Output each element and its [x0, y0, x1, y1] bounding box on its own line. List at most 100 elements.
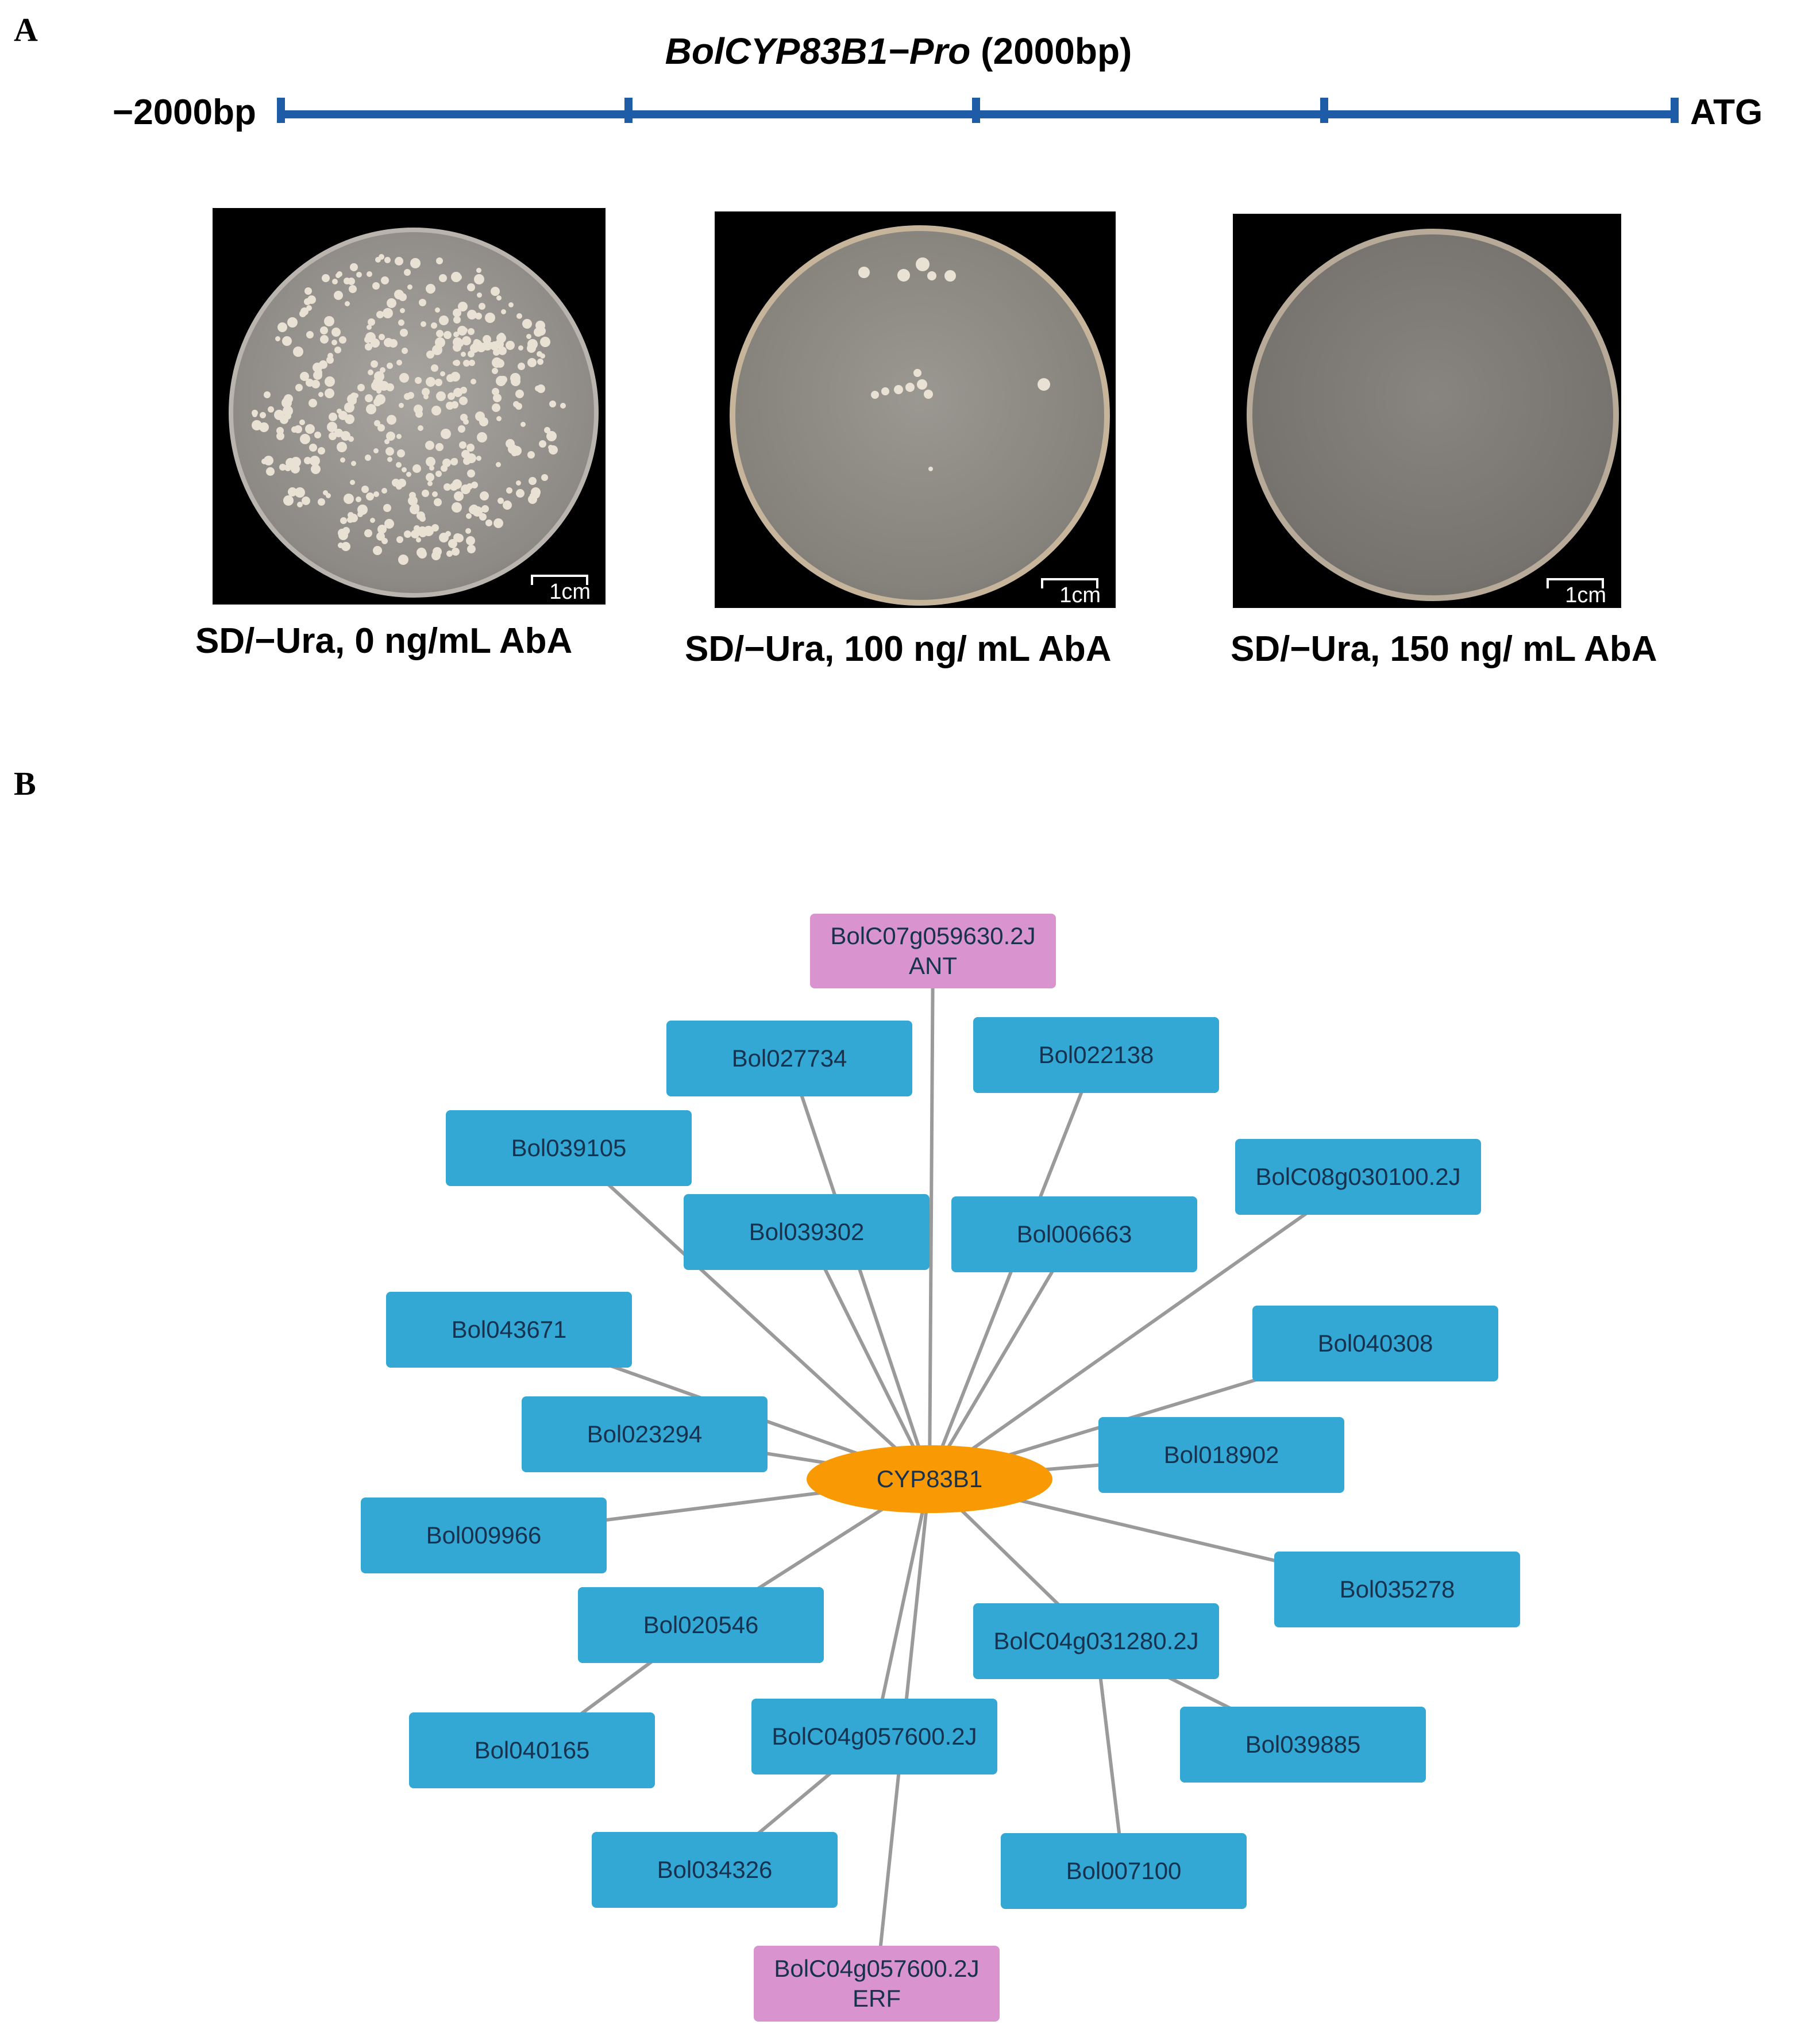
colony	[418, 299, 426, 307]
colony	[511, 445, 522, 456]
colony	[300, 371, 310, 381]
colony	[410, 529, 419, 538]
colony	[311, 464, 321, 475]
colony	[381, 488, 388, 494]
colony	[303, 456, 311, 464]
colony	[425, 376, 435, 387]
colony	[477, 292, 483, 298]
colony	[450, 483, 458, 491]
colony	[384, 256, 391, 263]
node-bol007100: Bol007100	[1001, 1833, 1247, 1909]
colony	[264, 391, 271, 399]
node-bol043671: Bol043671	[386, 1292, 632, 1368]
node-label: BolC04g031280.2J	[993, 1627, 1199, 1654]
scale-label: 1cm	[549, 580, 591, 604]
colony	[402, 347, 408, 354]
colony	[490, 286, 500, 296]
plate-image-150-aba: 1cm	[1233, 214, 1621, 608]
colony	[290, 464, 300, 474]
colony	[506, 340, 515, 350]
colony	[310, 455, 321, 466]
colony	[467, 283, 476, 291]
colony	[380, 367, 386, 374]
colony	[482, 335, 491, 344]
colony	[318, 392, 324, 398]
promoter-tick	[1320, 98, 1328, 123]
colony	[420, 321, 426, 328]
colony	[452, 309, 461, 318]
colony	[375, 256, 381, 263]
network-edge	[928, 1175, 1359, 1481]
colony	[894, 385, 903, 394]
colony	[446, 551, 453, 557]
colony	[411, 259, 419, 267]
node-bol020546: Bol020546	[578, 1587, 824, 1663]
colony	[314, 432, 322, 439]
colony	[484, 312, 495, 323]
colony	[367, 324, 372, 330]
colony	[435, 307, 441, 313]
scale-label: 1cm	[1059, 583, 1101, 607]
plate-image-100-aba: 1cm	[715, 211, 1116, 608]
colony	[476, 268, 481, 274]
colony	[368, 369, 374, 375]
node-label: Bol039105	[511, 1134, 627, 1161]
colony	[306, 330, 314, 338]
colony	[469, 343, 479, 353]
colony	[283, 396, 290, 403]
colony	[383, 503, 392, 512]
colony	[496, 461, 502, 467]
colony	[304, 287, 312, 295]
node-label: Bol039302	[749, 1218, 865, 1245]
colony	[373, 448, 379, 454]
colony	[546, 430, 557, 441]
colony	[421, 490, 429, 498]
colony	[379, 254, 385, 260]
colony	[451, 504, 458, 511]
colony	[388, 338, 398, 348]
colony	[295, 383, 303, 391]
colony	[340, 517, 347, 524]
colony	[430, 364, 438, 372]
colony	[436, 257, 444, 264]
colony	[386, 383, 395, 391]
colony	[425, 456, 435, 467]
colony	[534, 385, 541, 391]
node-label: Bol022138	[1038, 1041, 1154, 1068]
promoter-length: (2000bp)	[970, 30, 1132, 72]
colony	[341, 541, 350, 551]
colony	[373, 546, 383, 556]
promoter-tick	[277, 98, 285, 123]
colony	[446, 374, 454, 382]
colony	[412, 464, 422, 473]
colony	[376, 532, 385, 541]
colony	[318, 498, 326, 506]
colony	[329, 432, 337, 441]
colony	[501, 309, 507, 314]
colony	[404, 530, 412, 538]
node-label: Bol034326	[657, 1856, 773, 1883]
colony	[490, 341, 500, 351]
colony	[317, 446, 325, 455]
colony	[431, 405, 441, 415]
node-erf: BolC04g057600.2J ERF	[754, 1946, 1000, 2022]
colony	[299, 419, 305, 426]
node-bol018902: Bol018902	[1098, 1417, 1344, 1493]
colony	[516, 480, 522, 486]
plate-caption-150: SD/−Ura, 150 ng/ mL AbA	[1231, 629, 1657, 669]
colony	[293, 346, 304, 357]
node-ant: BolC07g059630.2J ANT	[810, 914, 1056, 988]
colony	[417, 425, 423, 432]
colony	[391, 479, 400, 487]
panel-label-a: A	[14, 11, 38, 48]
colony	[537, 351, 543, 357]
colony	[276, 427, 284, 435]
colony	[537, 358, 544, 365]
colony	[492, 403, 501, 412]
colony	[451, 271, 462, 282]
colony	[452, 337, 462, 348]
colony	[350, 263, 358, 271]
colony	[365, 404, 376, 415]
node-bol034326: Bol034326	[592, 1832, 838, 1908]
colony	[485, 519, 492, 526]
